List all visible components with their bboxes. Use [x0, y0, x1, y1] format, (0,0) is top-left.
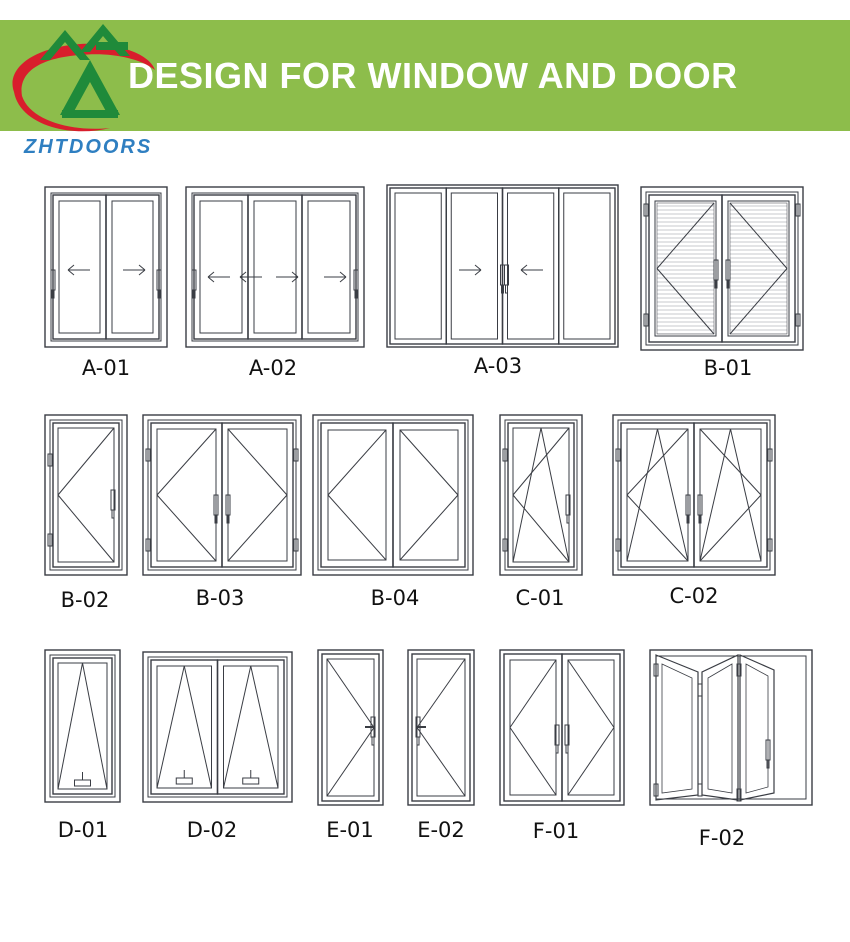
zh-house-logo-icon	[12, 24, 156, 132]
diagram-B-03	[142, 414, 302, 576]
diagram-C-01	[499, 414, 583, 576]
design-label-a-01: A-01	[81, 356, 131, 380]
diagram-D-01	[44, 649, 121, 803]
diagram-E-01	[317, 649, 384, 806]
header-banner	[0, 20, 850, 131]
design-label-a-03: A-03	[473, 354, 523, 378]
design-label-b-04: B-04	[370, 586, 420, 610]
design-label-b-03: B-03	[195, 586, 245, 610]
design-label-c-02: C-02	[669, 584, 719, 608]
design-label-e-01: E-01	[326, 818, 374, 842]
design-label-c-01: C-01	[515, 586, 565, 610]
diagram-A-01	[44, 186, 168, 348]
diagram-B-02	[44, 414, 128, 576]
diagram-D-02	[142, 651, 293, 803]
design-label-b-02: B-02	[60, 588, 110, 612]
diagram-A-03	[386, 184, 619, 348]
diagram-E-02	[407, 649, 475, 806]
design-label-a-02: A-02	[248, 356, 298, 380]
diagram-B-01	[640, 186, 804, 351]
diagram-C-02	[612, 414, 776, 576]
diagram-F-01	[499, 649, 625, 806]
design-label-e-02: E-02	[417, 818, 465, 842]
design-label-f-02: F-02	[698, 826, 746, 850]
diagram-B-04	[312, 414, 474, 576]
logo-text: ZHTDOORS	[24, 136, 153, 158]
design-label-f-01: F-01	[532, 819, 580, 843]
page-title: DESIGN FOR WINDOW AND DOOR	[128, 55, 738, 96]
diagram-F-02	[649, 649, 813, 806]
design-label-d-01: D-01	[57, 818, 109, 842]
diagram-A-02	[185, 186, 365, 348]
design-label-b-01: B-01	[703, 356, 753, 380]
design-label-d-02: D-02	[186, 818, 238, 842]
